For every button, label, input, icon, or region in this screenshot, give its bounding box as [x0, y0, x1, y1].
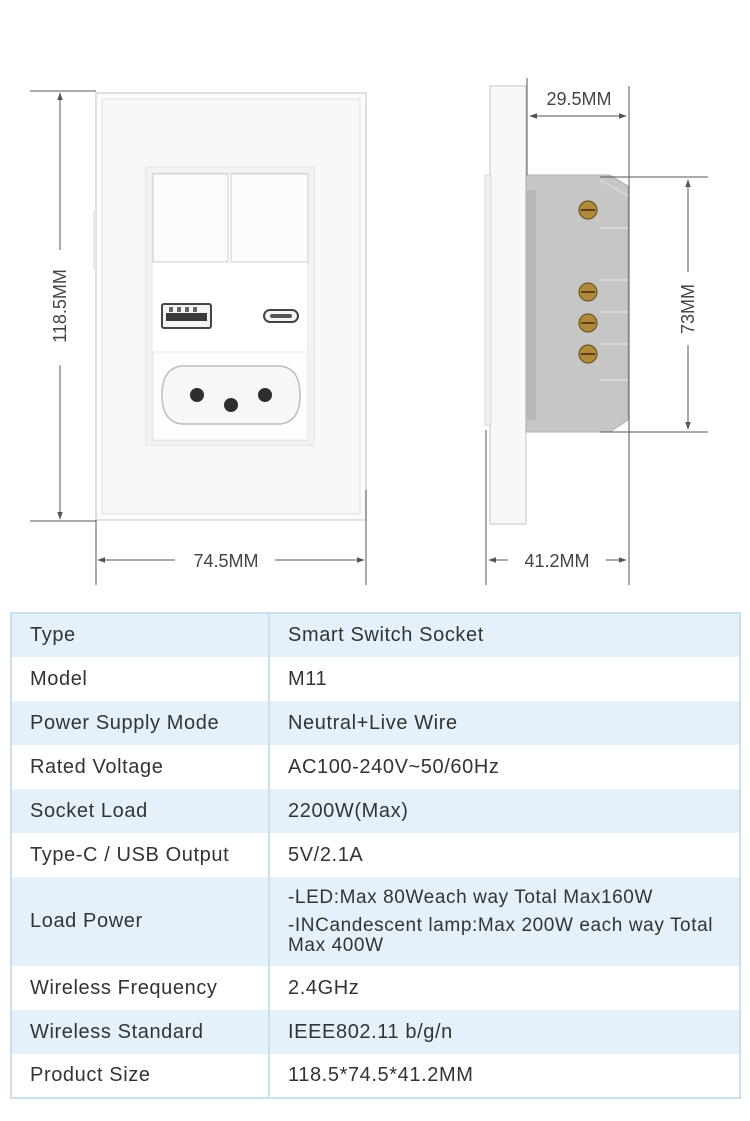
spec-key: Rated Voltage — [11, 745, 270, 789]
spec-row: Wireless Standard IEEE802.11 b/g/n — [11, 1010, 740, 1054]
spec-key: Type — [11, 613, 270, 657]
height-label: 118.5MM — [50, 269, 70, 343]
spec-table: Type Smart Switch Socket Model M11 Power… — [10, 612, 741, 1099]
usb-a-port-icon — [161, 303, 212, 329]
spec-row: Load Power -LED:Max 80Weach way Total Ma… — [11, 877, 740, 966]
spec-row: Model M11 — [11, 657, 740, 701]
spec-value: Neutral+Live Wire — [269, 701, 740, 745]
spec-row: Product Size 118.5*74.5*41.2MM — [11, 1054, 740, 1098]
spec-row: Wireless Frequency 2.4GHz — [11, 966, 740, 1010]
spec-value-line: -LED:Max 80Weach way Total Max160W — [288, 886, 654, 908]
spec-key: Socket Load — [11, 789, 270, 833]
box-depth-dimension: 29.5MM — [526, 78, 630, 430]
spec-key: Product Size — [11, 1054, 270, 1098]
back-box — [525, 174, 629, 433]
total-depth-label: 41.2MM — [524, 551, 589, 571]
spec-key: Load Power — [11, 877, 270, 966]
front-view — [93, 92, 367, 521]
spec-value: AC100-240V~50/60Hz — [269, 745, 740, 789]
spec-value: IEEE802.11 b/g/n — [269, 1010, 740, 1054]
spec-row: Type-C / USB Output 5V/2.1A — [11, 833, 740, 877]
spec-value: 5V/2.1A — [269, 833, 740, 877]
spec-row: Type Smart Switch Socket — [11, 613, 740, 657]
side-view — [484, 85, 629, 525]
switch-button-left — [152, 173, 229, 263]
box-height-label: 73MM — [678, 284, 698, 334]
side-plate — [489, 85, 527, 525]
box-height-dimension: 73MM — [600, 176, 708, 433]
terminal-screw-icon — [578, 344, 598, 364]
terminal-screw-icon — [578, 200, 598, 220]
box-depth-label: 29.5MM — [546, 89, 611, 109]
dimension-diagram: 118.5MM 74.5MM — [30, 78, 708, 585]
spec-row: Rated Voltage AC100-240V~50/60Hz — [11, 745, 740, 789]
spec-row: Power Supply Mode Neutral+Live Wire — [11, 701, 740, 745]
spec-value: 2.4GHz — [269, 966, 740, 1010]
total-depth-dimension: 41.2MM — [485, 430, 630, 585]
switch-button-right — [230, 173, 309, 263]
terminal-screw-icon — [578, 282, 598, 302]
spec-value: Smart Switch Socket — [269, 613, 740, 657]
spec-key: Type-C / USB Output — [11, 833, 270, 877]
spec-key: Power Supply Mode — [11, 701, 270, 745]
spec-row: Socket Load 2200W(Max) — [11, 789, 740, 833]
spec-value: 118.5*74.5*41.2MM — [269, 1054, 740, 1098]
spec-key: Wireless Frequency — [11, 966, 270, 1010]
spec-key: Model — [11, 657, 270, 701]
front-width-dimension: 74.5MM — [95, 490, 367, 585]
spec-value: M11 — [269, 657, 740, 701]
front-height-dimension: 118.5MM — [30, 90, 96, 522]
width-label: 74.5MM — [193, 551, 258, 571]
spec-key: Wireless Standard — [11, 1010, 270, 1054]
terminal-screw-icon — [578, 313, 598, 333]
spec-value: 2200W(Max) — [269, 789, 740, 833]
spec-value: -LED:Max 80Weach way Total Max160W -INCa… — [269, 877, 740, 966]
usb-c-port-icon — [263, 309, 299, 323]
socket-outlet-icon — [161, 365, 301, 425]
spec-value-line: -INCandescent lamp:Max 200W each way Tot… — [288, 914, 714, 956]
